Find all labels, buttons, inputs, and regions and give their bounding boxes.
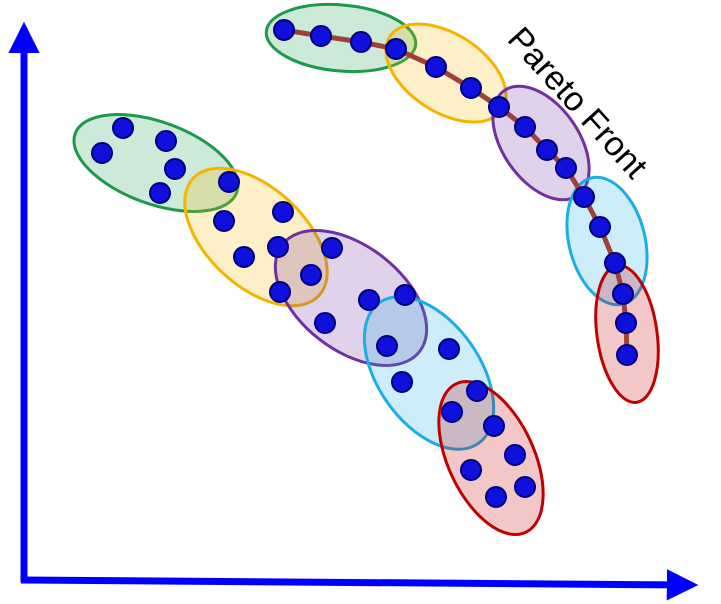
point (149, 182, 171, 204)
point (504, 444, 526, 466)
point (213, 210, 235, 232)
point (321, 237, 343, 259)
front-point (589, 216, 611, 238)
lower-groups (72, 113, 545, 537)
point (394, 284, 416, 306)
point (438, 338, 460, 360)
point (272, 201, 294, 223)
front-points (273, 19, 638, 366)
point (267, 236, 289, 258)
front-point (616, 344, 638, 366)
front-point (612, 283, 634, 305)
front-point (604, 252, 626, 274)
lower-points (91, 117, 536, 508)
point (155, 130, 177, 152)
front-point (350, 31, 372, 53)
front-point (488, 96, 510, 118)
front-point (536, 139, 558, 161)
point (358, 289, 380, 311)
point (314, 312, 336, 334)
group-ellipse-orange (183, 166, 329, 308)
point (376, 335, 398, 357)
front-point (615, 312, 637, 334)
front-point (425, 56, 447, 78)
point (300, 264, 322, 286)
front-point (555, 157, 577, 179)
front-point (310, 25, 332, 47)
front-point (460, 77, 482, 99)
front-point (273, 19, 295, 41)
point (391, 371, 413, 393)
point (269, 281, 291, 303)
front-point (385, 38, 407, 60)
front-point (573, 186, 595, 208)
group-ellipse-red (437, 379, 545, 537)
point (466, 380, 488, 402)
x-axis (20, 569, 699, 601)
point (460, 459, 482, 481)
front-point (514, 116, 536, 138)
point (112, 117, 134, 139)
point (483, 415, 505, 437)
group-ellipse-green (72, 113, 240, 213)
point (91, 142, 113, 164)
point (164, 158, 186, 180)
point (218, 171, 240, 193)
point (485, 486, 507, 508)
point (514, 476, 536, 498)
pareto-front-line (281, 27, 630, 358)
point (233, 246, 255, 268)
point (441, 401, 463, 423)
